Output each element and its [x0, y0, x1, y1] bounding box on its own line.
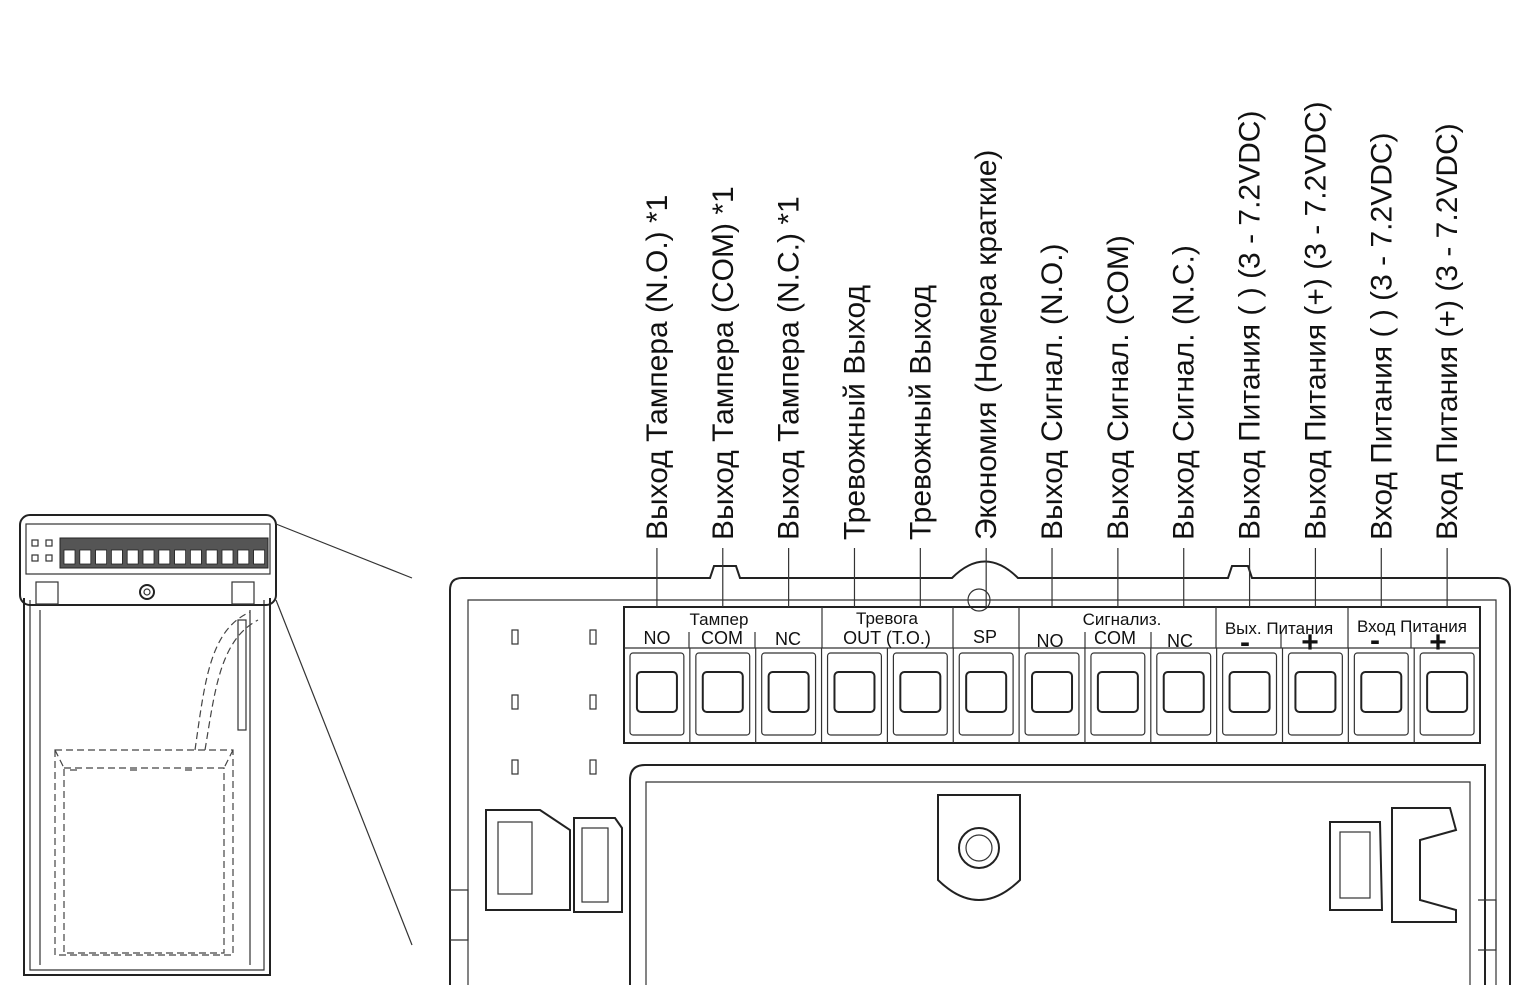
- mounting-slot: [511, 694, 519, 710]
- terminal-label: Выход Тампера (N.O.) *1: [641, 195, 674, 540]
- terminal-label: Выход Тампера (N.C.) *1: [773, 196, 806, 540]
- terminal-cell: [629, 652, 685, 736]
- right-clips: [1329, 807, 1497, 951]
- pin-label-tamper-no: NO: [644, 628, 671, 648]
- terminal-screw-slot: [965, 671, 1008, 713]
- terminal-label: Вход Питания (+) (3 - 7.2VDC): [1431, 123, 1464, 540]
- pin-label-power-in-minus: -: [1370, 624, 1380, 657]
- mounting-slot: [589, 629, 597, 645]
- terminal-cell: [1156, 652, 1212, 736]
- group-sublabel-alarm-out: OUT (T.O.): [843, 628, 931, 648]
- mounting-slot: [589, 759, 597, 775]
- terminal-label: Выход Сигнал. (COM): [1102, 235, 1135, 540]
- terminal-screw-slot: [1031, 671, 1074, 713]
- overview-battery-dashed: [54, 611, 259, 956]
- terminal-cell: [1024, 652, 1080, 736]
- terminal-cell: [1353, 652, 1409, 736]
- pin-label-signal-nc: NC: [1167, 631, 1193, 651]
- terminal-label: Вход Питания ( ) (3 - 7.2VDC): [1365, 132, 1398, 540]
- mounting-screw: [937, 794, 1021, 901]
- pin-label-sp: SP: [973, 627, 997, 647]
- terminal-screw-slot: [767, 671, 810, 713]
- terminal-screw-slot: [1426, 671, 1469, 713]
- terminal-screw-slot: [833, 671, 876, 713]
- terminal-screw-slot: [1228, 671, 1271, 713]
- pin-label-signal-com: COM: [1094, 628, 1136, 648]
- group-label-alarm: Тревога: [856, 609, 918, 628]
- terminal-cell: [1222, 652, 1278, 736]
- terminal-screw-slot: [1096, 671, 1139, 713]
- terminal-cell: [826, 652, 882, 736]
- left-clips: [450, 809, 623, 941]
- overview-top-housing: [19, 514, 277, 606]
- device-detail: Тампер Тревога OUT (T.O.) Сигнализ. Вых.…: [449, 560, 1511, 985]
- terminal-label: Выход Сигнал. (N.C.): [1168, 245, 1201, 540]
- terminal-cell: [761, 652, 817, 736]
- terminal-label: Выход Тампера (COM) *1: [707, 186, 740, 540]
- terminal-screw-slot: [635, 671, 678, 713]
- terminal-labels: Выход Тампера (N.O.) *1 Выход Тампера (CO…: [641, 101, 1464, 540]
- terminal-screw-slot: [899, 671, 942, 713]
- mounting-slot: [511, 759, 519, 775]
- terminal-label: Тревожный Выход: [838, 285, 871, 540]
- terminal-cell: [695, 652, 751, 736]
- zoom-line-bottom: [275, 599, 413, 946]
- mounting-slot: [511, 629, 519, 645]
- terminal-screw-slot: [1360, 671, 1403, 713]
- terminal-label: Экономия (Номера краткие): [970, 150, 1003, 540]
- pin-label-tamper-nc: NC: [775, 629, 801, 649]
- left-slots: [511, 629, 597, 775]
- terminal-label: Выход Питания (+) (3 - 7.2VDC): [1299, 101, 1332, 540]
- pin-label-power-out-minus: -: [1240, 626, 1250, 659]
- terminal-screw-slot: [701, 671, 744, 713]
- label-leader-lines: [656, 548, 1448, 607]
- pin-label-power-in-plus: +: [1429, 626, 1447, 659]
- terminal-block: [623, 606, 1481, 744]
- mounting-slot: [589, 694, 597, 710]
- terminal-screw-slot: [1294, 671, 1337, 713]
- device-overview: [19, 514, 413, 976]
- group-label-signal: Сигнализ.: [1083, 610, 1162, 629]
- pin-label-signal-no: NO: [1037, 631, 1064, 651]
- pin-label-tamper-com: COM: [701, 628, 743, 648]
- terminal-cell: [892, 652, 948, 736]
- terminal-label: Выход Питания ( ) (3 - 7.2VDC): [1234, 111, 1267, 540]
- terminal-label: Выход Сигнал. (N.O.): [1036, 243, 1069, 540]
- pin-label-power-out-plus: +: [1301, 626, 1319, 659]
- terminal-cell: [1090, 652, 1146, 736]
- terminal-cell: [1419, 652, 1475, 736]
- terminal-cell: [958, 652, 1014, 736]
- overview-screw: [139, 584, 155, 600]
- zoom-line-top: [275, 523, 413, 579]
- terminal-screw-slot: [1162, 671, 1205, 713]
- terminal-label: Тревожный Выход: [904, 285, 937, 540]
- group-label-tamper: Тампер: [690, 610, 749, 629]
- group-label-power-out: Вых. Питания: [1225, 619, 1333, 638]
- terminal-cell: [1287, 652, 1343, 736]
- group-label-power-in: Вход Питания: [1357, 617, 1467, 636]
